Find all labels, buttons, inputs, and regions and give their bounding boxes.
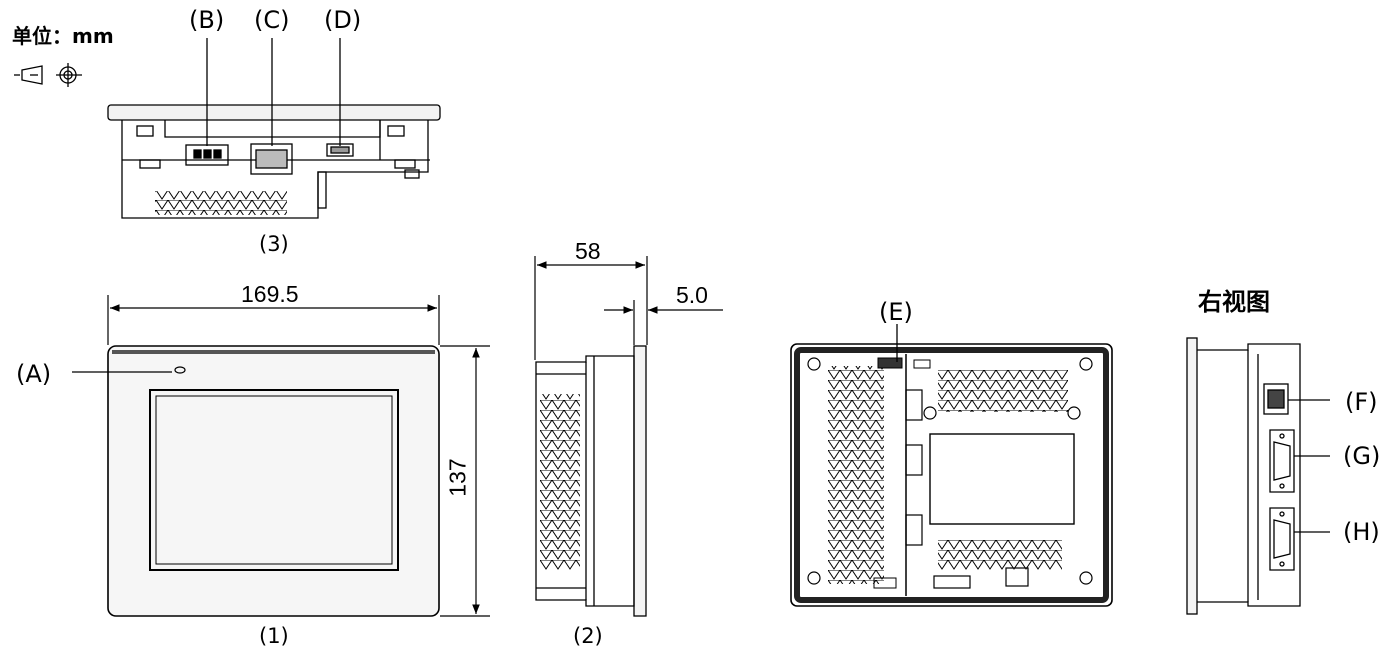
- callout-g: (G): [1343, 442, 1381, 470]
- projection-symbol-icon: [14, 63, 82, 87]
- rear-view: [790, 324, 1113, 607]
- serial-port-h: [1269, 507, 1295, 571]
- dimension-depth: 58: [575, 238, 601, 264]
- usb-port-f: [1263, 383, 1289, 415]
- unit-label: 单位：mm: [12, 24, 114, 48]
- callout-h: (H): [1343, 518, 1380, 546]
- callout-c: (C): [254, 6, 290, 34]
- dimension-width: 169.5: [241, 281, 299, 307]
- status-led-a: [174, 366, 186, 374]
- front-view: [72, 345, 440, 617]
- callout-a: (A): [16, 360, 52, 388]
- view-label-bottom: (3): [259, 232, 289, 256]
- callout-e: (E): [879, 298, 913, 326]
- callout-f: (F): [1345, 388, 1378, 416]
- callout-d: (D): [324, 6, 362, 34]
- callout-b: (B): [189, 6, 225, 34]
- right-view-title: 右视图: [1198, 288, 1270, 316]
- bottom-view: [107, 38, 441, 219]
- serial-port-g: [1269, 429, 1295, 493]
- side-view: [535, 345, 647, 617]
- view-label-side: (2): [573, 624, 603, 648]
- right-view: [1186, 337, 1330, 615]
- dimension-bezel: 5.0: [676, 282, 708, 308]
- view-label-front: (1): [259, 624, 289, 648]
